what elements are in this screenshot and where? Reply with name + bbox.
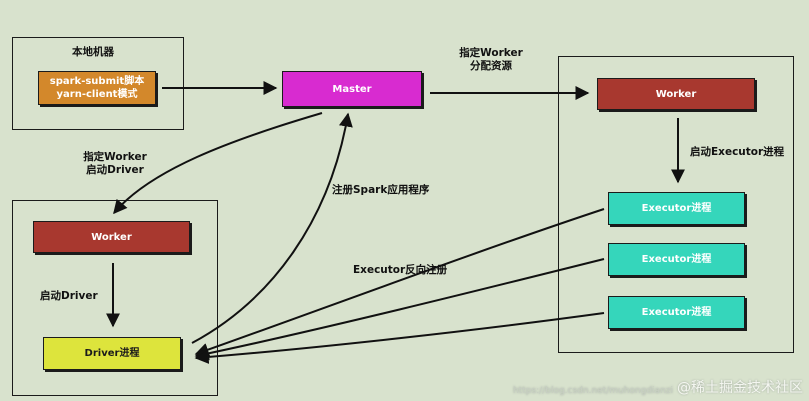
assign-driver-label: 指定Worker 启动Driver	[78, 151, 152, 177]
arrow-executor2-to-driver	[194, 258, 605, 361]
start-executor-label: 启动Executor进程	[690, 146, 785, 158]
master-node: Master	[282, 71, 422, 107]
arrow-master-to-left-worker	[113, 112, 323, 215]
executor-label-2: Executor进程	[641, 254, 712, 265]
watermark: https://blog.csdn.net/muhongdianzi @稀土掘金…	[513, 377, 803, 397]
assign-worker-line1: 指定Worker	[459, 47, 523, 59]
local-machine-title: 本地机器	[72, 46, 114, 58]
worker-right-label: Worker	[655, 88, 697, 100]
local-machine-frame	[12, 37, 184, 130]
arrow-driver-to-master	[191, 112, 353, 344]
worker-right-node: Worker	[597, 78, 755, 110]
worker-left-label: Worker	[91, 231, 132, 243]
executor-node-1: Executor进程	[608, 192, 745, 225]
spark-submit-line2: yarn-client模式	[56, 89, 138, 100]
register-app-label: 注册Spark应用程序	[332, 184, 430, 196]
arrow-executor1-to-driver	[194, 208, 605, 357]
executor-node-3: Executor进程	[608, 296, 745, 329]
executor-label-1: Executor进程	[641, 203, 712, 214]
assign-worker-line2: 分配资源	[470, 60, 512, 72]
spark-submit-line1: spark-submit脚本	[49, 76, 145, 87]
executor-node-2: Executor进程	[608, 243, 745, 276]
master-label: Master	[332, 83, 372, 95]
driver-label: Driver进程	[84, 348, 140, 359]
arrow-executor3-to-driver	[194, 312, 605, 364]
assign-driver-line1: 指定Worker	[83, 151, 147, 163]
watermark-url: https://blog.csdn.net/muhongdianzi	[512, 386, 673, 396]
cluster-right-frame	[558, 56, 794, 353]
start-driver-label: 启动Driver	[40, 290, 98, 302]
watermark-main: @稀土掘金技术社区	[677, 380, 803, 396]
assign-worker-label: 指定Worker 分配资源	[452, 47, 530, 73]
worker-left-node: Worker	[33, 221, 190, 253]
driver-node: Driver进程	[43, 337, 181, 370]
assign-driver-line2: 启动Driver	[86, 164, 144, 176]
spark-submit-node: spark-submit脚本 yarn-client模式	[38, 71, 156, 105]
executor-label-3: Executor进程	[641, 307, 712, 318]
